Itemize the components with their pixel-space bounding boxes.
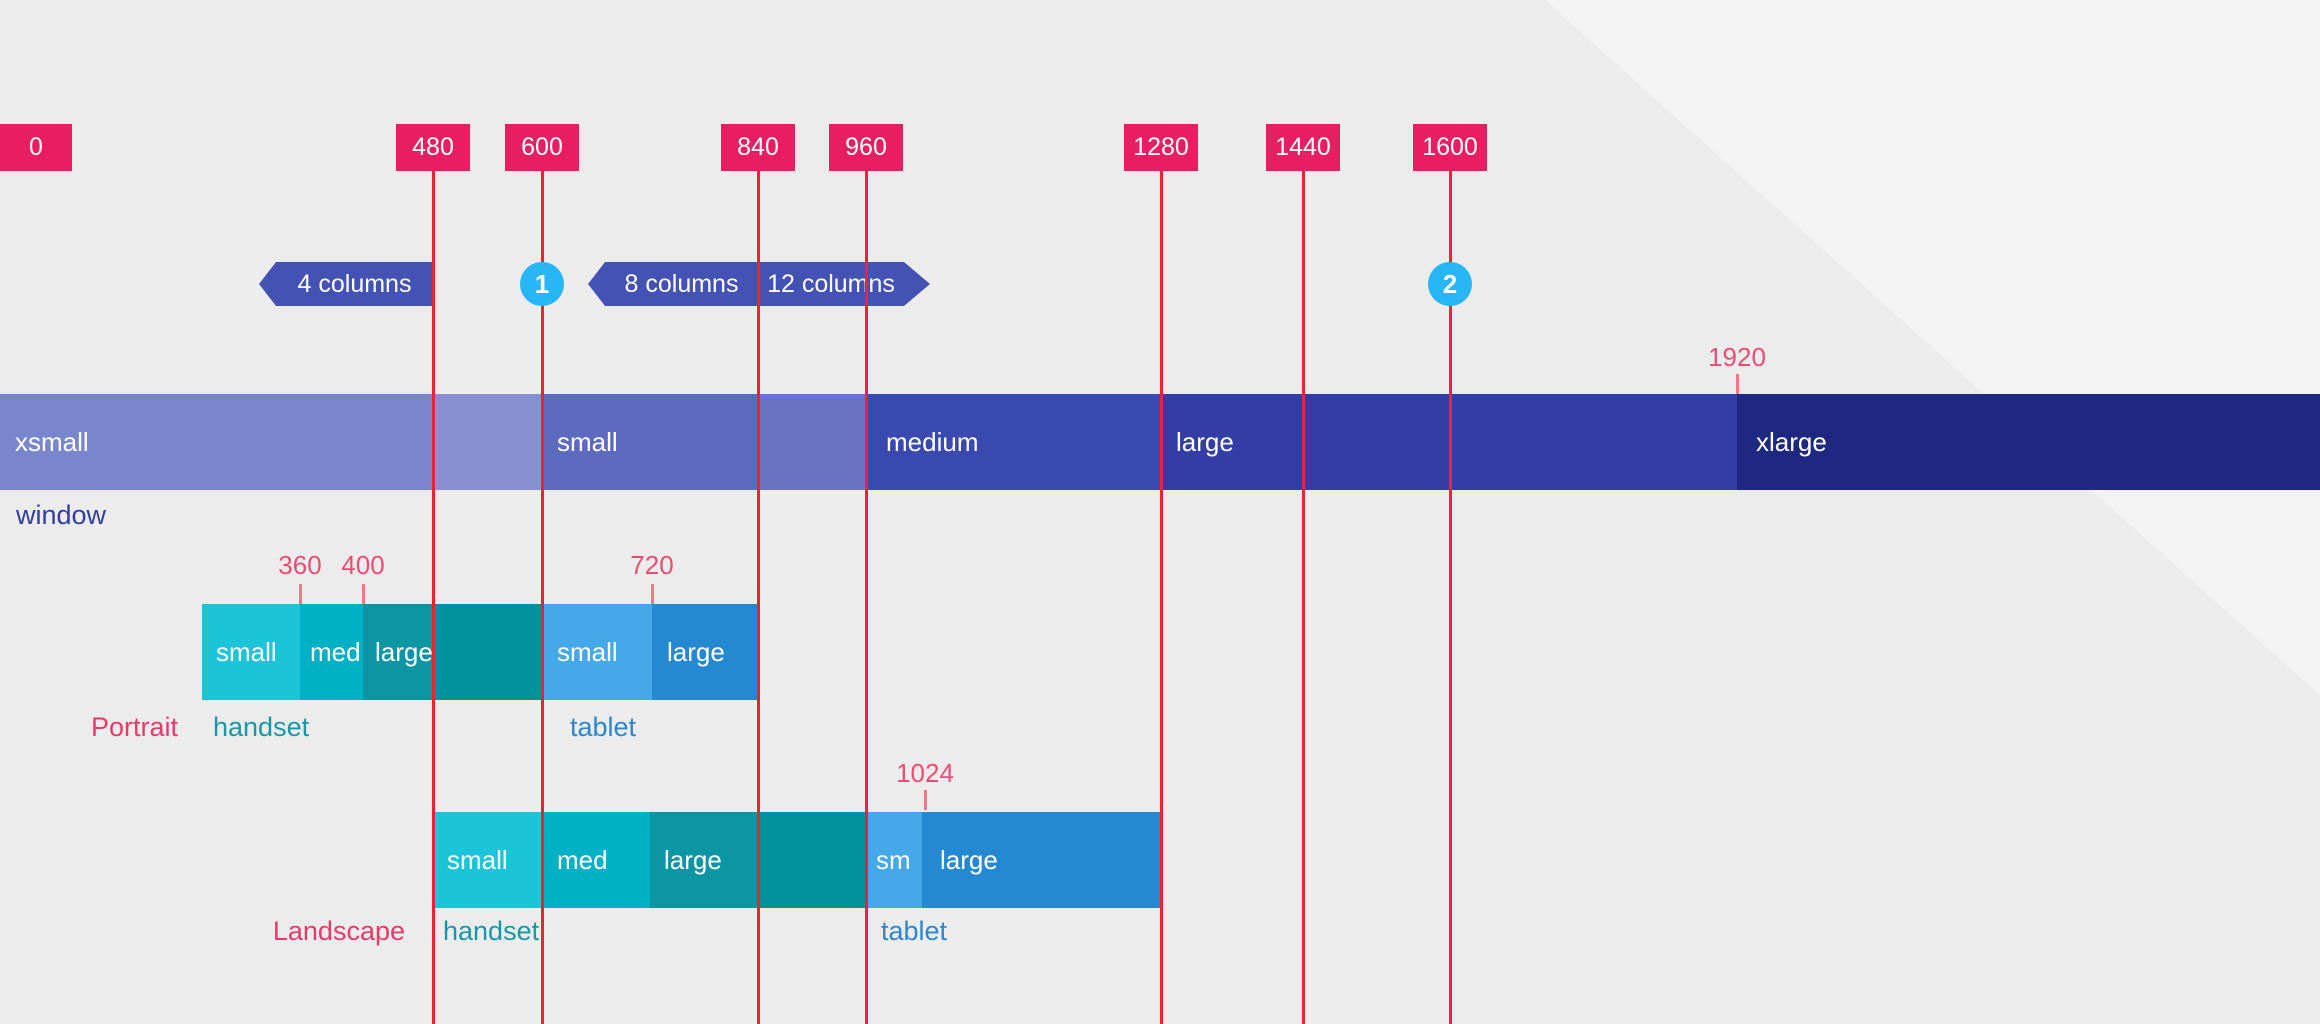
landscape-handset-small-segment [433,812,542,908]
portrait-handset-extension-segment [433,604,542,700]
marker-1-label: 1 [534,268,550,299]
portrait-bar: small med large small large [0,604,2320,700]
window-medium-label: medium [886,426,979,457]
portrait-handset-small-label: small [216,636,277,667]
breakpoint-chip-1440-label: 1440 [1275,133,1331,161]
annotation-400: 400 [341,550,385,580]
breakpoint-chip-1280-label: 1280 [1133,133,1189,161]
breakpoint-chip-960: 960 [829,124,903,171]
window-segment-small-blend [758,394,866,490]
window-xlarge-label: xlarge [1756,426,1827,457]
breakpoint-line-600 [541,171,544,1024]
landscape-row-label: Landscape [272,916,405,946]
tick-1920 [1736,374,1739,394]
tick-360 [299,584,302,604]
landscape-handset-med-segment [542,812,650,908]
breakpoint-chip-600: 600 [505,124,579,171]
portrait-handset-large-segment [363,604,433,700]
portrait-tablet-caption: tablet [570,712,637,742]
annotation-1920: 1920 [1708,342,1766,372]
breakpoint-chip-480: 480 [396,124,470,171]
breakpoint-line-1440 [1302,171,1305,1024]
portrait-handset-large-label: large [375,636,433,667]
landscape-handset-large-label: large [664,844,722,875]
portrait-handset-caption: handset [213,712,310,742]
breakpoint-chip-840-label: 840 [737,133,779,161]
landscape-handset-extension-segment [758,812,866,908]
portrait-tablet-large-label: large [667,636,725,667]
landscape-tablet-large-label: large [940,844,998,875]
breakpoint-chip-960-label: 960 [845,133,887,161]
tick-720 [651,584,654,604]
window-xsmall-label: xsmall [15,426,89,457]
landscape-handset-caption: handset [443,916,540,946]
window-large-label: large [1176,426,1234,457]
portrait-row-label: Portrait [90,712,178,742]
breakpoint-line-960 [865,171,868,1024]
breakpoint-chip-1440: 1440 [1266,124,1340,171]
portrait-handset-small-segment [202,604,300,700]
window-small-label: small [557,426,618,457]
marker-2-label: 2 [1442,268,1458,299]
window-segment-small [542,394,758,490]
breakpoint-chip-480-label: 480 [412,133,454,161]
window-segment-xsmall [0,394,433,490]
portrait-tablet-large-segment [652,604,758,700]
landscape-handset-small-label: small [447,844,508,875]
badge-4-columns-label: 4 columns [297,269,412,298]
annotation-720: 720 [630,550,674,580]
breakpoint-chip-1600-label: 1600 [1422,133,1478,161]
landscape-tablet-small-label: sm [876,844,911,875]
window-segment-medium [866,394,1161,490]
landscape-tablet-large-segment [922,812,1161,908]
portrait-tablet-small-label: small [557,636,618,667]
breakpoint-line-1600 [1449,171,1452,1024]
badge-12-columns-label: 12 columns [767,269,895,298]
portrait-handset-med-label: med [310,636,361,667]
breakpoint-chip-1600: 1600 [1413,124,1487,171]
landscape-bar: small med large sm large [0,812,2320,908]
tick-400 [362,584,365,604]
breakpoint-chip-0-label: 0 [29,133,43,161]
landscape-handset-med-label: med [557,844,608,875]
breakpoint-chip-600-label: 600 [521,133,563,161]
breakpoint-chip-0: 0 [0,124,72,171]
badge-4-columns: 4 columns [259,262,433,306]
marker-circle-2: 2 [1428,262,1472,306]
landscape-tablet-small-segment [866,812,922,908]
window-caption: window [16,500,107,530]
landscape-handset-large-segment [650,812,758,908]
portrait-handset-med-segment [300,604,363,700]
tick-1024 [924,790,927,810]
window-segment-xsmall-blend [433,394,542,490]
breakpoint-chip-1280: 1280 [1124,124,1198,171]
badge-8-columns-label: 8 columns [624,269,739,298]
breakpoint-line-480 [432,171,435,1024]
breakpoint-line-1280 [1160,171,1163,1024]
breakpoint-chip-840: 840 [721,124,795,171]
marker-circle-1: 1 [520,262,564,306]
window-segment-xlarge [1737,394,2320,490]
landscape-tablet-caption: tablet [881,916,948,946]
breakpoint-line-840 [757,171,760,1024]
annotation-360: 360 [278,550,322,580]
portrait-tablet-small-segment [542,604,652,700]
annotation-1024: 1024 [896,758,954,788]
